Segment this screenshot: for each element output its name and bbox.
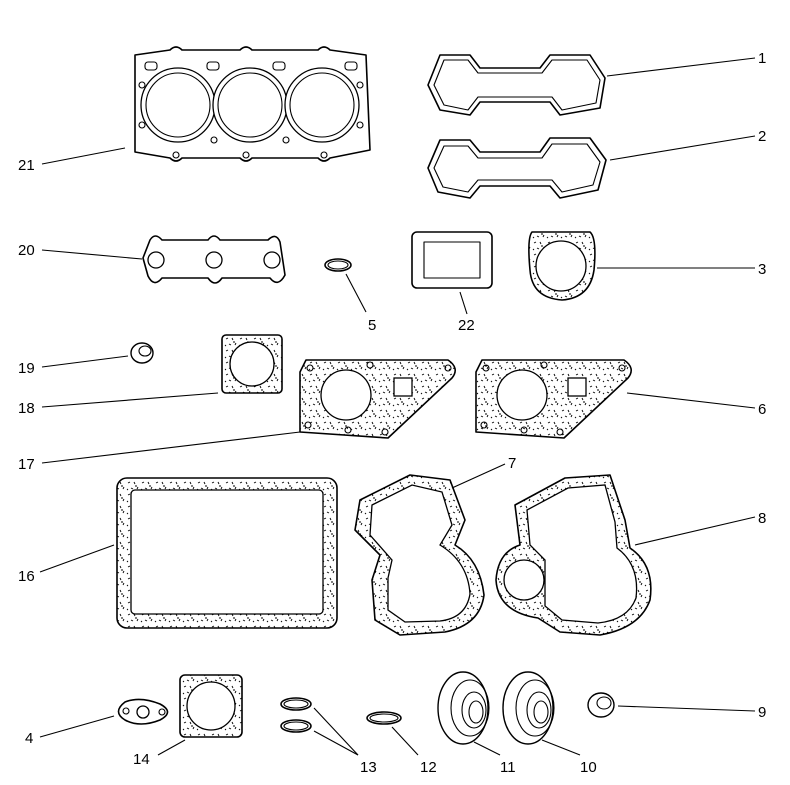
pump-gasket-3 [528, 231, 596, 301]
oil-seal-11 [437, 671, 490, 745]
leader-lines [39, 57, 756, 756]
callout-3: 3 [758, 261, 766, 278]
sump-gasket-16 [116, 477, 338, 629]
square-gasket-14 [179, 674, 243, 738]
callout-7: 7 [508, 455, 516, 472]
callout-1: 1 [758, 50, 766, 67]
square-gasket-18 [221, 334, 283, 394]
square-gasket-22 [411, 231, 493, 289]
callout-13: 13 [360, 759, 377, 776]
callout-22: 22 [458, 317, 475, 334]
callout-5: 5 [368, 317, 376, 334]
callout-18: 18 [18, 400, 35, 417]
oil-seal-10 [502, 671, 555, 745]
small-seal-19 [130, 342, 154, 364]
plate-gasket-17 [299, 359, 456, 439]
callout-9: 9 [758, 704, 766, 721]
callout-17: 17 [18, 456, 35, 473]
rocker-cover-gasket-1 [427, 54, 606, 116]
o-ring-12 [366, 711, 402, 725]
callout-2: 2 [758, 128, 766, 145]
timing-case-gasket-7 [354, 474, 485, 636]
o-ring-5 [324, 258, 352, 272]
callout-11: 11 [500, 759, 516, 776]
small-seal-9 [587, 692, 615, 718]
callout-10: 10 [580, 759, 597, 776]
rocker-cover-gasket-2 [427, 137, 607, 199]
callout-14: 14 [133, 751, 150, 768]
head-gasket-21 [134, 46, 371, 162]
callout-21: 21 [18, 157, 35, 174]
o-rings-13 [280, 697, 312, 733]
callout-8: 8 [758, 510, 766, 527]
flange-gasket-4 [117, 698, 169, 725]
callout-19: 19 [18, 360, 35, 377]
callout-4: 4 [25, 730, 33, 747]
timing-case-gasket-8 [495, 474, 652, 636]
plate-gasket-6 [475, 359, 632, 439]
callout-6: 6 [758, 401, 766, 418]
callout-12: 12 [420, 759, 437, 776]
manifold-gasket-20 [142, 235, 286, 284]
callout-20: 20 [18, 242, 35, 259]
callout-16: 16 [18, 568, 35, 585]
